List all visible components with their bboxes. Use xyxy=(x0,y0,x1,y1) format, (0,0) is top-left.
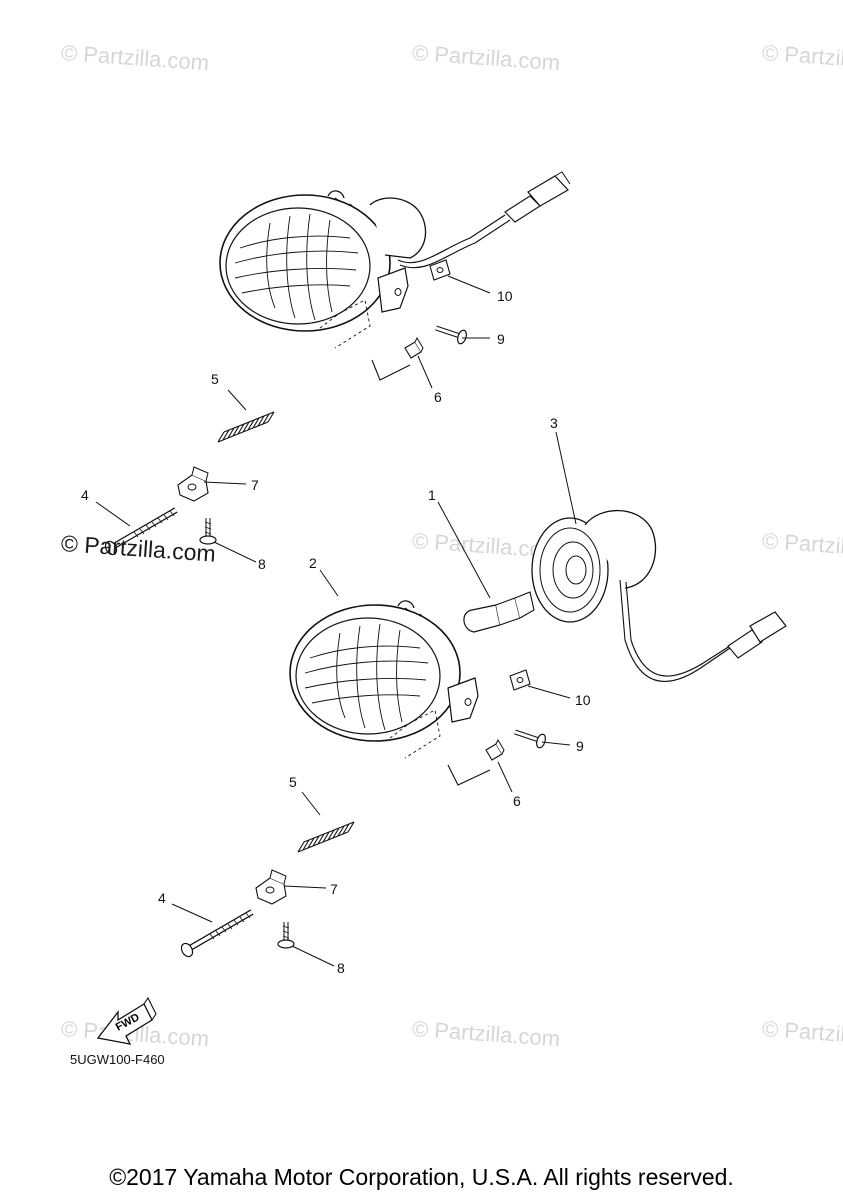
bulb xyxy=(463,591,535,633)
leader-lines xyxy=(95,275,577,967)
callout-9: 9 xyxy=(497,331,505,347)
upper-headlight xyxy=(219,171,571,349)
callout-5: 5 xyxy=(289,774,297,790)
upper-mount-bracket xyxy=(371,359,411,381)
copyright-notice: ©2017 Yamaha Motor Corporation, U.S.A. A… xyxy=(109,1164,734,1190)
callout-6: 6 xyxy=(513,793,521,809)
lower-clip xyxy=(255,869,287,905)
callout-2: 2 xyxy=(309,555,317,571)
fwd-arrow: FWD xyxy=(96,996,157,1045)
callout-1: 1 xyxy=(428,487,436,503)
lower-cnut xyxy=(485,739,505,761)
lower-screw xyxy=(278,922,294,948)
bulb-socket xyxy=(531,509,787,683)
callout-8: 8 xyxy=(337,960,345,976)
callout-5: 5 xyxy=(211,371,219,387)
upper-side-screw xyxy=(436,328,468,345)
upper-cnut xyxy=(404,337,424,359)
callout-7: 7 xyxy=(330,881,338,897)
diagram-code: 5UGW100-F460 xyxy=(70,1052,165,1067)
callout-4: 4 xyxy=(81,487,89,503)
callout-7: 7 xyxy=(251,477,259,493)
callout-3: 3 xyxy=(550,415,558,431)
callout-10: 10 xyxy=(497,288,513,304)
callout-9: 9 xyxy=(576,738,584,754)
upper-spring xyxy=(217,411,275,443)
lower-nutplate xyxy=(509,669,531,691)
lower-mount-bracket xyxy=(447,764,491,786)
upper-clip xyxy=(177,466,209,502)
callout-10: 10 xyxy=(575,692,591,708)
callout-6: 6 xyxy=(434,389,442,405)
lower-bolt xyxy=(179,912,252,959)
lower-side-screw xyxy=(515,732,547,749)
lower-headlight xyxy=(289,600,479,759)
lower-spring xyxy=(297,821,355,853)
callout-4: 4 xyxy=(158,890,166,906)
callout-8: 8 xyxy=(258,556,266,572)
